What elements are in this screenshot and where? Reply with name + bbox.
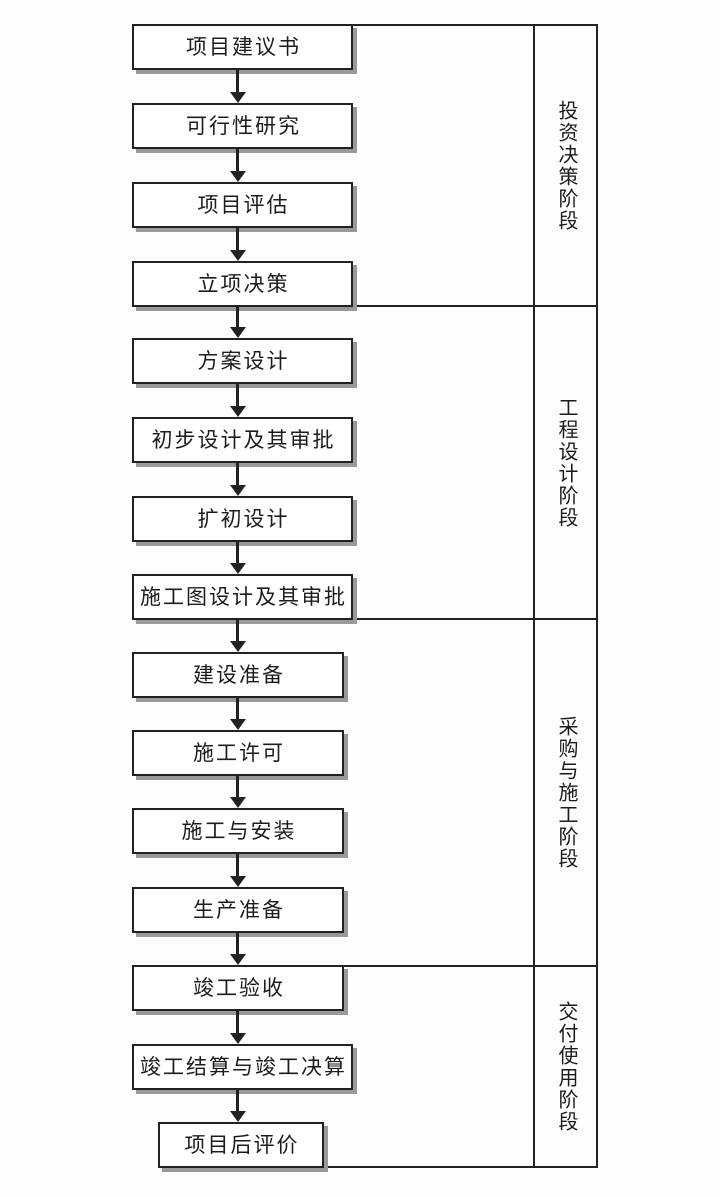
down-arrow-icon-10 <box>229 776 246 808</box>
arrow-stem <box>236 620 239 641</box>
arrow-stem <box>236 384 239 406</box>
flow-step-13: 竣工验收 <box>132 965 344 1011</box>
arrow-head <box>229 250 246 261</box>
phase-cell-1: 投资决策阶段 <box>535 26 596 305</box>
flow-step-4-label: 立项决策 <box>197 271 290 296</box>
phase-column-right-border <box>596 24 598 1168</box>
flow-step-1: 项目建议书 <box>132 24 353 70</box>
phase-label-3: 采购与施工阶段 <box>555 715 577 870</box>
flow-step-8: 施工图设计及其审批 <box>132 574 353 620</box>
arrow-head <box>229 171 246 182</box>
arrow-stem <box>236 776 239 797</box>
down-arrow-icon-9 <box>229 698 246 730</box>
phase-column-left-border <box>533 24 535 1168</box>
down-arrow-icon-11 <box>229 854 246 887</box>
arrow-stem <box>236 149 239 171</box>
flow-step-6-label: 初步设计及其审批 <box>151 427 336 452</box>
arrow-head <box>229 485 246 496</box>
flow-step-5-label: 方案设计 <box>197 348 290 373</box>
flow-step-14: 竣工结算与竣工决算 <box>132 1044 353 1090</box>
arrow-head <box>229 563 246 574</box>
flow-step-3-label: 项目评估 <box>197 192 290 217</box>
flow-step-14-label: 竣工结算与竣工决算 <box>140 1054 347 1079</box>
arrow-stem <box>236 228 239 250</box>
arrow-head <box>229 1033 246 1044</box>
arrow-stem <box>236 463 239 485</box>
down-arrow-icon-13 <box>229 1011 246 1044</box>
arrow-head <box>229 406 246 417</box>
phase-divider-line-bottom <box>324 1166 598 1168</box>
down-arrow-icon-4 <box>229 307 246 338</box>
arrow-head <box>229 719 246 730</box>
flow-step-2-label: 可行性研究 <box>186 113 301 138</box>
down-arrow-icon-2 <box>229 149 246 182</box>
phase-divider-line-1 <box>353 305 598 307</box>
arrow-stem <box>236 70 239 92</box>
arrow-head <box>229 92 246 103</box>
arrow-stem <box>236 854 239 876</box>
flow-step-2: 可行性研究 <box>132 103 353 149</box>
flow-step-7: 扩初设计 <box>132 496 353 542</box>
down-arrow-icon-5 <box>229 384 246 417</box>
arrow-stem <box>236 933 239 954</box>
flow-step-9-label: 建设准备 <box>193 662 285 687</box>
phase-label-4: 交付使用阶段 <box>555 1000 577 1133</box>
arrow-head <box>229 797 246 808</box>
down-arrow-icon-12 <box>229 933 246 965</box>
arrow-stem <box>236 698 239 719</box>
flow-step-4: 立项决策 <box>132 261 353 307</box>
down-arrow-icon-8 <box>229 620 246 652</box>
phase-cell-3: 采购与施工阶段 <box>535 620 596 965</box>
down-arrow-icon-7 <box>229 542 246 574</box>
flow-step-9: 建设准备 <box>132 652 344 698</box>
down-arrow-icon-1 <box>229 70 246 103</box>
phase-divider-line-3 <box>344 965 598 967</box>
down-arrow-icon-3 <box>229 228 246 261</box>
phase-cell-4: 交付使用阶段 <box>535 967 596 1166</box>
arrow-stem <box>236 542 239 563</box>
flow-step-12-label: 生产准备 <box>193 897 285 922</box>
flow-step-13-label: 竣工验收 <box>193 975 285 1000</box>
flow-step-1-label: 项目建议书 <box>186 34 301 59</box>
arrow-stem <box>236 1011 239 1033</box>
flow-step-10-label: 施工许可 <box>193 740 285 765</box>
flow-step-5: 方案设计 <box>132 338 353 384</box>
arrow-head <box>229 954 246 965</box>
arrow-stem <box>236 307 239 327</box>
phase-divider-line-top <box>353 24 598 26</box>
flow-step-12: 生产准备 <box>132 887 344 933</box>
down-arrow-icon-14 <box>229 1090 246 1122</box>
arrow-head <box>229 327 246 338</box>
arrow-head <box>229 1111 246 1122</box>
arrow-head <box>229 641 246 652</box>
phase-label-1: 投资决策阶段 <box>555 99 577 232</box>
flow-step-11: 施工与安装 <box>132 808 344 854</box>
flow-step-11-label: 施工与安装 <box>181 818 297 843</box>
flow-step-10: 施工许可 <box>132 730 344 776</box>
flow-step-6: 初步设计及其审批 <box>132 417 353 463</box>
flow-step-7-label: 扩初设计 <box>197 506 290 531</box>
phase-cell-2: 工程设计阶段 <box>535 307 596 618</box>
flow-step-15: 项目后评价 <box>158 1122 324 1168</box>
flow-step-15-label: 项目后评价 <box>184 1132 300 1157</box>
phase-divider-line-2 <box>353 618 598 620</box>
phase-label-2: 工程设计阶段 <box>555 396 577 529</box>
down-arrow-icon-6 <box>229 463 246 496</box>
arrow-head <box>229 876 246 887</box>
flow-step-3: 项目评估 <box>132 182 353 228</box>
flow-step-8-label: 施工图设计及其审批 <box>140 584 347 609</box>
arrow-stem <box>236 1090 239 1111</box>
